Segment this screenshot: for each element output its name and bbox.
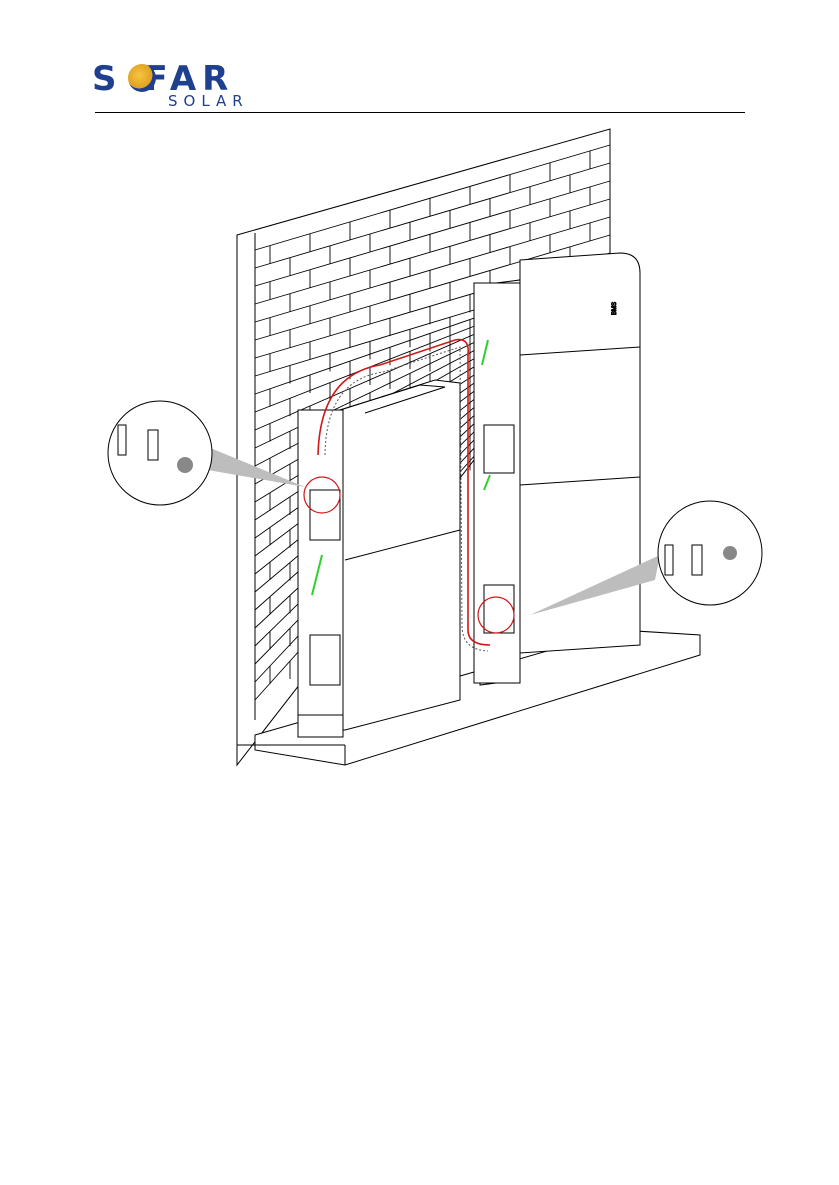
header-rule xyxy=(95,112,745,113)
globe-icon xyxy=(128,64,156,92)
battery-stack-left-icon xyxy=(298,380,460,737)
battery-stack-right-icon: BMS xyxy=(474,253,640,685)
installation-figure: BMS xyxy=(100,125,770,775)
svg-text:BMS: BMS xyxy=(612,302,618,315)
logo-subtitle: SOLAR xyxy=(168,93,249,109)
